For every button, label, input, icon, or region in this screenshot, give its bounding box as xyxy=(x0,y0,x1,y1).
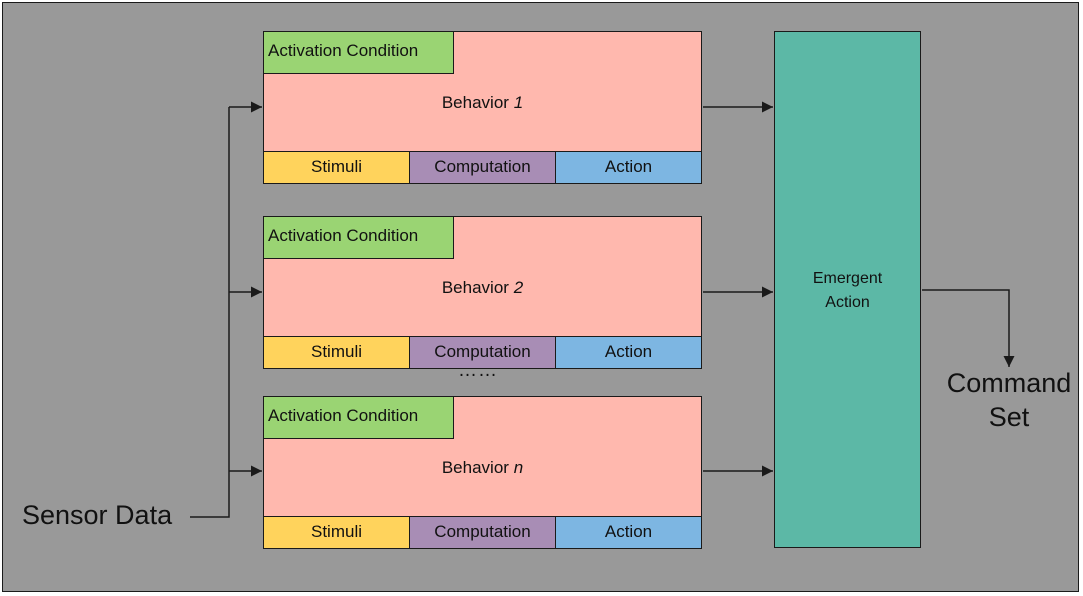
emergent-action-block: Emergent Action xyxy=(774,31,921,548)
behavior-block-n: Activation Condition Behavior n Stimuli … xyxy=(263,396,702,549)
activation-condition: Activation Condition xyxy=(264,32,454,74)
activation-condition: Activation Condition xyxy=(264,397,454,439)
computation-cell: Computation xyxy=(409,152,555,183)
behavior-title-index: 2 xyxy=(513,278,524,297)
behavior-stages: Stimuli Computation Action xyxy=(264,336,701,368)
behavior-block-1: Activation Condition Behavior 1 Stimuli … xyxy=(263,31,702,184)
behavior-title-prefix: Behavior xyxy=(441,93,509,112)
computation-cell: Computation xyxy=(409,337,555,368)
more-behaviors-ellipsis: …… xyxy=(458,360,498,381)
behavior-title-prefix: Behavior xyxy=(441,278,509,297)
emergent-action-label: Emergent Action xyxy=(812,270,883,311)
emergent-to-command-arrow xyxy=(922,289,1015,367)
behavior-title-index: 1 xyxy=(513,93,524,112)
stimuli-cell: Stimuli xyxy=(264,152,409,183)
computation-cell: Computation xyxy=(409,517,555,548)
behavior-title: Behavior n xyxy=(264,458,701,478)
behavior-stages: Stimuli Computation Action xyxy=(264,516,701,548)
action-cell: Action xyxy=(555,152,701,183)
behavior-block-2: Activation Condition Behavior 2 Stimuli … xyxy=(263,216,702,369)
action-cell: Action xyxy=(555,337,701,368)
activation-condition: Activation Condition xyxy=(264,217,454,259)
sensor-trunk-line xyxy=(190,107,230,518)
behavior-title-index: n xyxy=(513,458,524,477)
behavior-stages: Stimuli Computation Action xyxy=(264,151,701,183)
stimuli-cell: Stimuli xyxy=(264,337,409,368)
stimuli-cell: Stimuli xyxy=(264,517,409,548)
command-set-label: Command Set xyxy=(946,368,1072,432)
behavior-title: Behavior 1 xyxy=(264,93,701,113)
behavior-title: Behavior 2 xyxy=(264,278,701,298)
action-cell: Action xyxy=(555,517,701,548)
sensor-data-label: Sensor Data xyxy=(22,500,173,530)
behavior-title-prefix: Behavior xyxy=(441,458,509,477)
